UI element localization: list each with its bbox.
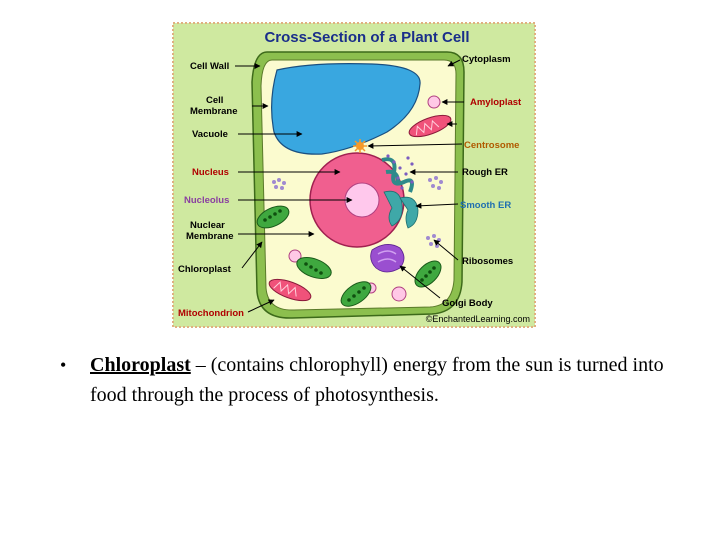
bullet-term: Chloroplast — [90, 354, 191, 376]
bullet-body: Chloroplast – (contains chlorophyll) ene… — [90, 350, 700, 410]
label-golgi-body: Golgi Body — [442, 298, 493, 309]
chloroplast — [256, 205, 290, 229]
label-centrosome: Centrosome — [464, 140, 519, 151]
label-ribosomes: Ribosomes — [462, 256, 513, 267]
rough-er-ribosomes — [386, 154, 414, 190]
label-cell-wall: Cell Wall — [190, 61, 229, 72]
leader-lines-right — [367, 59, 464, 299]
label-smooth-er: Smooth ER — [460, 200, 511, 211]
label-nucleus: Nucleus — [192, 167, 229, 178]
amyloplast — [427, 95, 441, 109]
bullet-marker: • — [60, 355, 67, 375]
plant-cell-diagram: Cross-Section of a Plant Cell — [172, 22, 536, 328]
label-nucleolus: Nucleolus — [184, 195, 229, 206]
label-nuclear-membrane-line2: Membrane — [186, 231, 234, 242]
centrosome — [353, 139, 367, 153]
diagram-credit: ©EnchantedLearning.com — [426, 314, 530, 324]
bullet-description: – (contains chlorophyll) energy from the… — [90, 354, 664, 406]
label-cytoplasm: Cytoplasm — [462, 54, 511, 65]
label-chloroplast: Chloroplast — [178, 264, 232, 275]
chloroplast — [414, 260, 442, 288]
golgi-body — [370, 244, 405, 273]
label-amyloplast: Amyloplast — [470, 97, 522, 108]
amyloplast — [391, 286, 407, 302]
amyloplast — [288, 249, 302, 263]
chloroplast — [340, 281, 372, 307]
leader-lines-left — [235, 63, 353, 313]
label-nuclear-membrane-line1: Nuclear — [190, 220, 225, 231]
mitochondrion — [408, 114, 452, 138]
smooth-er — [383, 190, 419, 229]
label-mitochondrion: Mitochondrion — [178, 308, 244, 319]
bullet-point: • Chloroplast – (contains chlorophyll) e… — [60, 350, 700, 410]
label-rough-er: Rough ER — [462, 167, 508, 178]
mitochondrion — [268, 278, 312, 302]
label-cell-membrane-line1: Cell — [206, 95, 223, 106]
vacuole — [271, 63, 421, 155]
label-vacuole: Vacuole — [192, 129, 228, 140]
chloroplast — [296, 257, 332, 279]
diagram-title: Cross-Section of a Plant Cell — [264, 29, 469, 46]
label-cell-membrane-line2: Membrane — [190, 106, 238, 117]
